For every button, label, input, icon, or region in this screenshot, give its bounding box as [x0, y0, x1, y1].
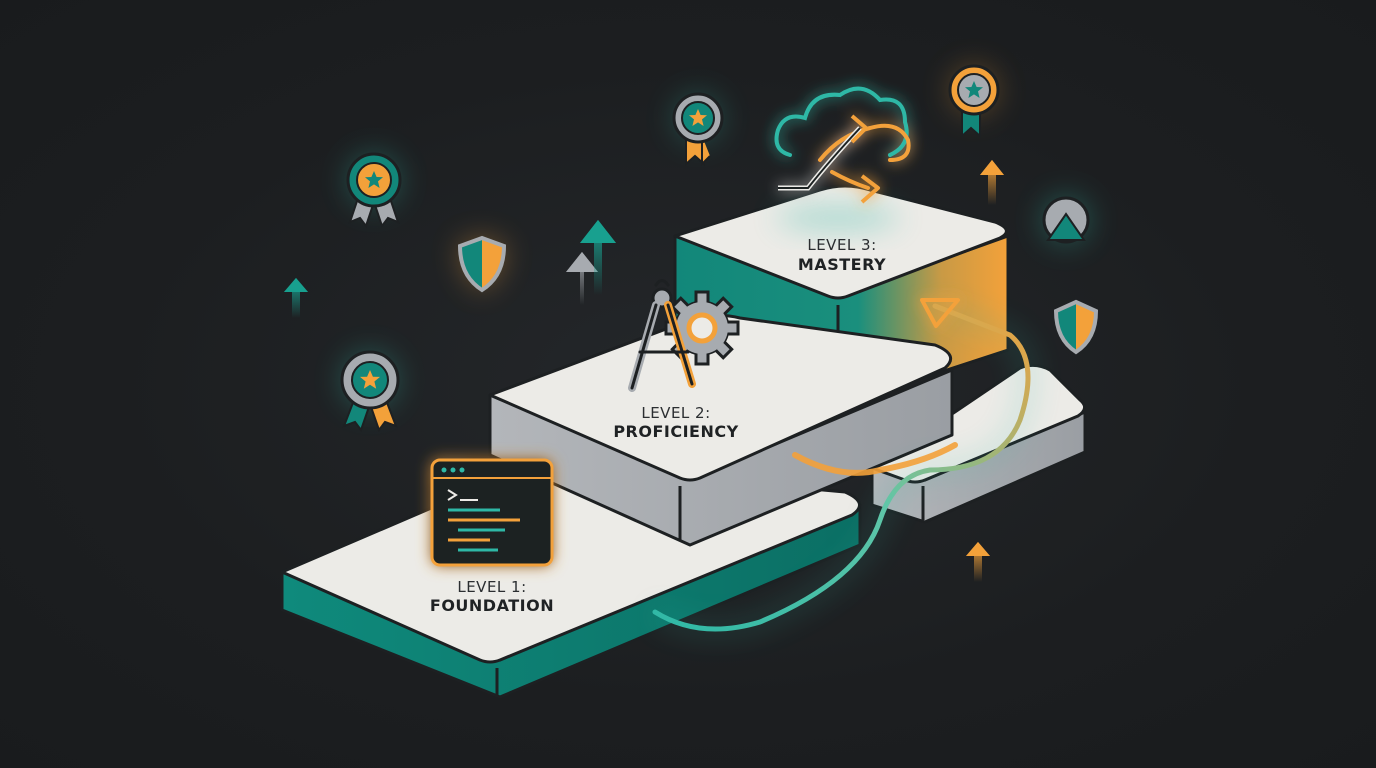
code-window-icon [430, 458, 554, 567]
level-2-label: LEVEL 2: [641, 404, 710, 422]
progress-path [651, 298, 1034, 636]
level-1-label: LEVEL 1: [457, 578, 526, 596]
cloud-arrows-icon [774, 86, 911, 204]
award-badge-icon [340, 350, 400, 433]
level-2-name: PROFICIENCY [613, 422, 738, 441]
up-arrow-icon [580, 220, 616, 295]
up-arrow-icon [966, 542, 990, 582]
triangle-badge-icon [1040, 194, 1092, 246]
up-arrow-icon [980, 160, 1004, 205]
award-badge-icon [346, 152, 402, 229]
level-3-label: LEVEL 3: [807, 236, 876, 254]
platform-mastery-top [673, 184, 1008, 300]
shield-icon [1053, 299, 1099, 355]
compass-gear-icon [628, 279, 740, 392]
award-badge-icon [948, 64, 1000, 139]
award-badge-icon [672, 92, 724, 167]
gear-icon [664, 290, 740, 366]
up-arrow-icon [284, 278, 308, 318]
platform-proficiency [488, 313, 954, 547]
up-arrow-icon [566, 252, 598, 305]
progress-path-line [652, 303, 1031, 632]
shield-icon [457, 235, 507, 293]
level-3-name: MASTERY [798, 255, 886, 274]
level-1-name: FOUNDATION [430, 596, 554, 615]
progress-arrowhead-icon [920, 298, 960, 328]
compass-icon [628, 279, 696, 392]
